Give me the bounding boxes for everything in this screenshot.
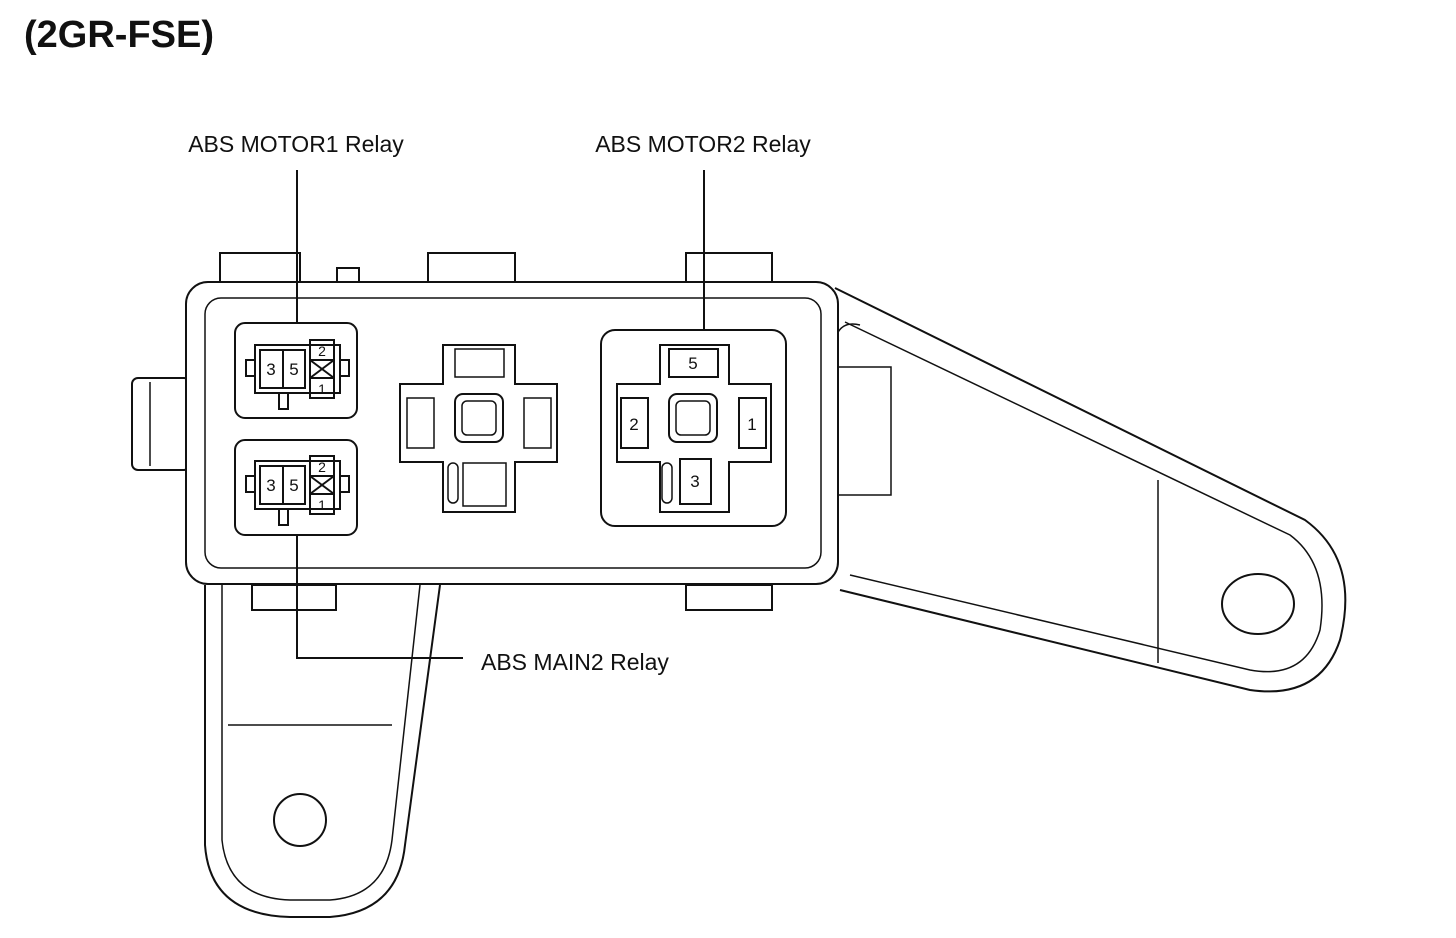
relay-block-housing xyxy=(185,281,839,585)
right-mounting-bracket xyxy=(834,287,1347,693)
motor1-pin-1: 1 xyxy=(318,381,326,397)
main2-pin-5: 5 xyxy=(289,476,298,495)
motor2-pin-3: 3 xyxy=(690,472,699,491)
main2-pin-1: 1 xyxy=(318,497,326,513)
main2-pin-3: 3 xyxy=(266,476,275,495)
abs-motor2-relay-label: ABS MOTOR2 Relay xyxy=(595,131,811,157)
main2-leader-line xyxy=(296,535,463,659)
abs-motor1-relay-label: ABS MOTOR1 Relay xyxy=(188,131,404,157)
housing-tabs xyxy=(131,252,773,611)
motor2-pin-1: 1 xyxy=(747,415,756,434)
motor1-pin-2: 2 xyxy=(318,343,326,359)
main2-pin-2: 2 xyxy=(318,459,326,475)
page-title: (2GR-FSE) xyxy=(24,14,214,56)
middle-relay-socket xyxy=(399,344,558,513)
motor2-pin-5: 5 xyxy=(688,354,697,373)
bottom-mount-hole xyxy=(273,793,327,847)
right-mount-hole xyxy=(1221,573,1295,635)
bottom-mounting-bracket xyxy=(204,584,441,918)
motor2-pin-2: 2 xyxy=(629,415,638,434)
abs-motor1-relay-socket: 3 5 2 1 xyxy=(234,322,358,419)
motor1-pin-5: 5 xyxy=(289,360,298,379)
motor1-pin-3: 3 xyxy=(266,360,275,379)
abs-motor2-relay-socket: 5 2 1 3 xyxy=(600,329,787,527)
abs-main2-relay-label: ABS MAIN2 Relay xyxy=(481,649,669,675)
